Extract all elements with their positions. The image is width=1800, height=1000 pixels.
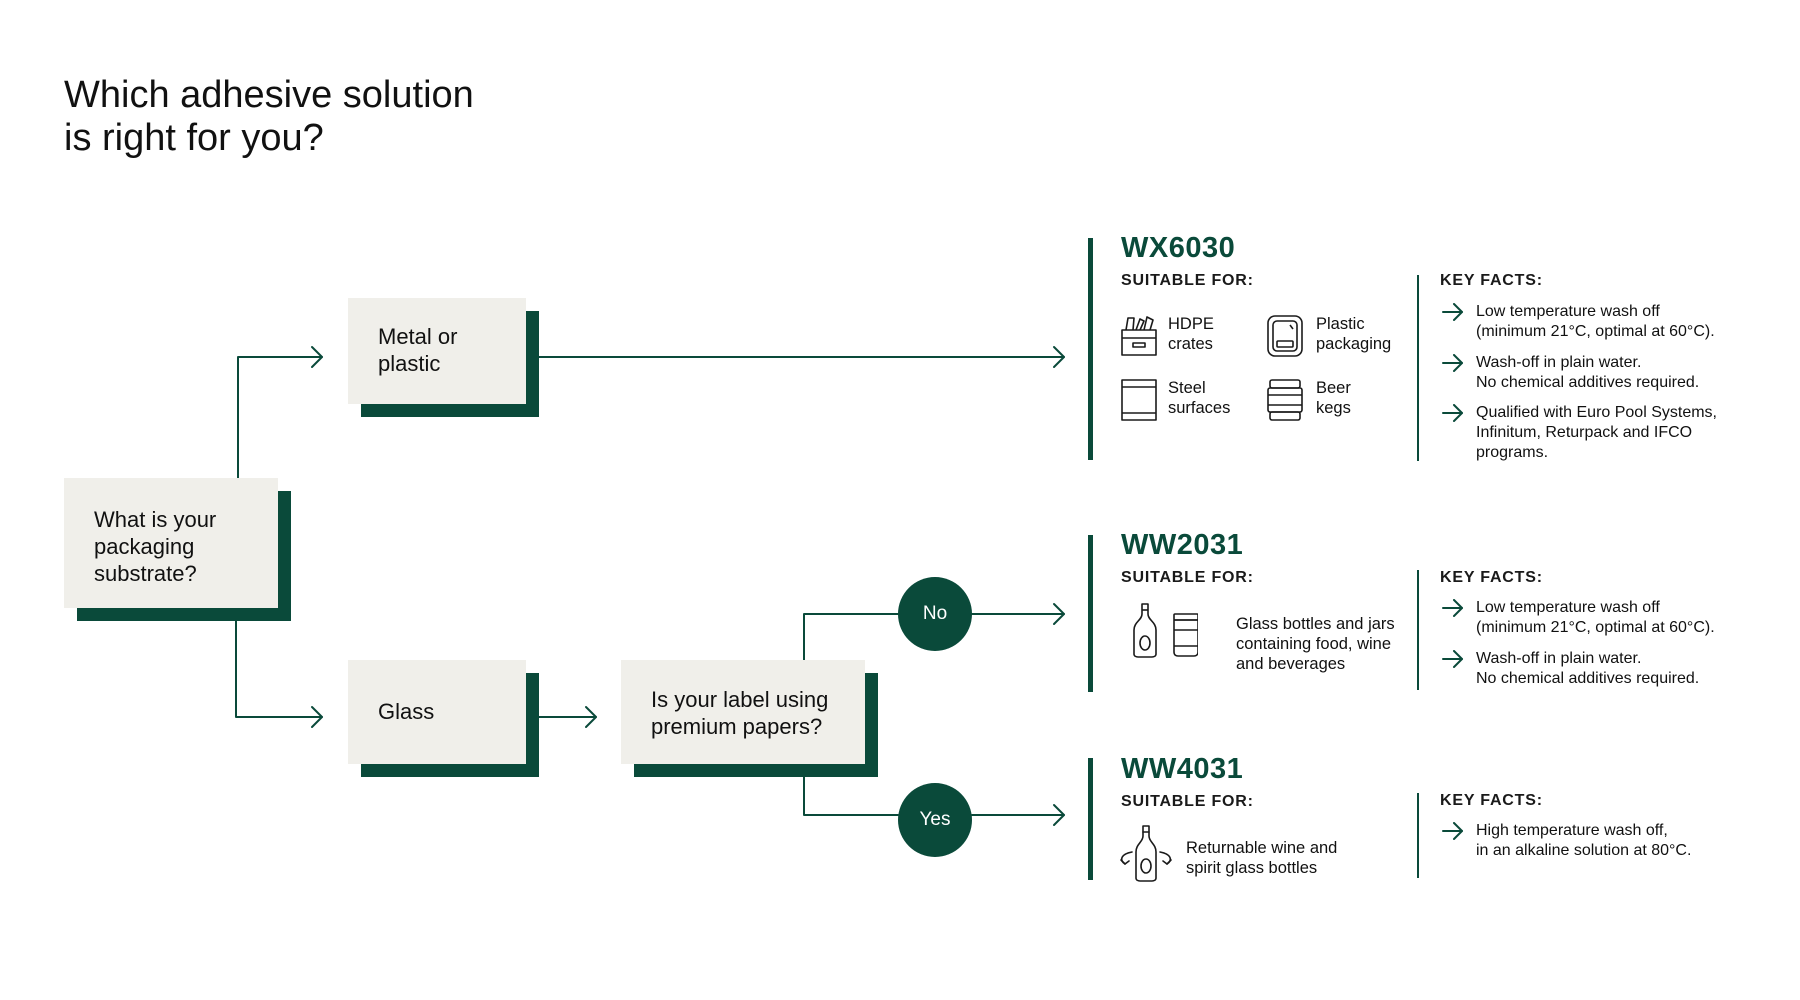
arrow-right-icon xyxy=(1442,354,1463,372)
connector-yes-to-ww4031 xyxy=(971,804,1065,826)
connector-question-to-no xyxy=(803,613,899,661)
plastic-packaging-icon xyxy=(1267,315,1303,357)
key-fact: Low temperature wash off (minimum 21°C, … xyxy=(1442,302,1742,342)
key-fact: Wash-off in plain water. No chemical add… xyxy=(1442,649,1742,689)
product-name: WW2031 xyxy=(1121,529,1244,561)
key-facts-label: KEY FACTS: xyxy=(1440,792,1543,809)
product-divider xyxy=(1088,535,1093,692)
key-facts-divider xyxy=(1417,275,1419,461)
decision-no: No xyxy=(898,577,972,651)
node-premium-papers-question: Is your label using premium papers? xyxy=(621,660,865,764)
returnable-bottle-icon xyxy=(1120,825,1172,882)
page-title: Which adhesive solution is right for you… xyxy=(64,74,474,159)
suitable-for-label: SUITABLE FOR: xyxy=(1121,569,1254,586)
connector-question-to-yes xyxy=(803,773,899,816)
node-glass: Glass xyxy=(348,660,526,764)
suitable-item-hdpe-crates: HDPE crates xyxy=(1120,314,1214,358)
arrow-right-icon xyxy=(1442,404,1463,422)
key-facts-divider xyxy=(1417,793,1419,878)
steel-surface-icon xyxy=(1121,379,1157,421)
beer-keg-icon xyxy=(1267,379,1303,421)
key-facts-label: KEY FACTS: xyxy=(1440,569,1543,586)
key-fact: Qualified with Euro Pool Systems, Infini… xyxy=(1442,403,1742,463)
connector-start-to-glass xyxy=(235,619,323,728)
suitable-item-beer-kegs: Beer kegs xyxy=(1266,378,1351,422)
suitable-for-label: SUITABLE FOR: xyxy=(1121,272,1254,289)
key-facts-divider xyxy=(1417,570,1419,690)
suitable-item-glass-bottles-jars: Glass bottles and jars containing food, … xyxy=(1132,602,1395,674)
crate-icon xyxy=(1121,316,1157,356)
connector-start-to-metal xyxy=(237,346,323,479)
arrow-right-icon xyxy=(1442,599,1463,617)
node-packaging-substrate: What is your packaging substrate? xyxy=(64,478,278,608)
glass-bottle-jar-icon xyxy=(1133,603,1198,658)
arrow-right-icon xyxy=(1442,303,1463,321)
product-divider xyxy=(1088,238,1093,460)
connector-no-to-ww2031 xyxy=(971,603,1065,625)
key-fact: Wash-off in plain water. No chemical add… xyxy=(1442,353,1742,393)
key-fact: High temperature wash off, in an alkalin… xyxy=(1442,821,1742,861)
key-fact: Low temperature wash off (minimum 21°C, … xyxy=(1442,598,1742,638)
node-metal-or-plastic: Metal or plastic xyxy=(348,298,526,404)
arrow-right-icon xyxy=(1442,650,1463,668)
key-facts-label: KEY FACTS: xyxy=(1440,272,1543,289)
product-divider xyxy=(1088,758,1093,880)
product-name: WX6030 xyxy=(1121,232,1236,264)
suitable-for-label: SUITABLE FOR: xyxy=(1121,793,1254,810)
suitable-item-plastic-packaging: Plastic packaging xyxy=(1266,314,1391,358)
arrow-right-icon xyxy=(1442,822,1463,840)
suitable-item-steel-surfaces: Steel surfaces xyxy=(1120,378,1230,422)
connector-metal-to-wx6030 xyxy=(537,346,1065,368)
product-name: WW4031 xyxy=(1121,753,1244,785)
suitable-item-returnable-bottles: Returnable wine and spirit glass bottles xyxy=(1118,824,1337,882)
decision-yes: Yes xyxy=(898,783,972,857)
connector-glass-to-question xyxy=(537,706,597,728)
